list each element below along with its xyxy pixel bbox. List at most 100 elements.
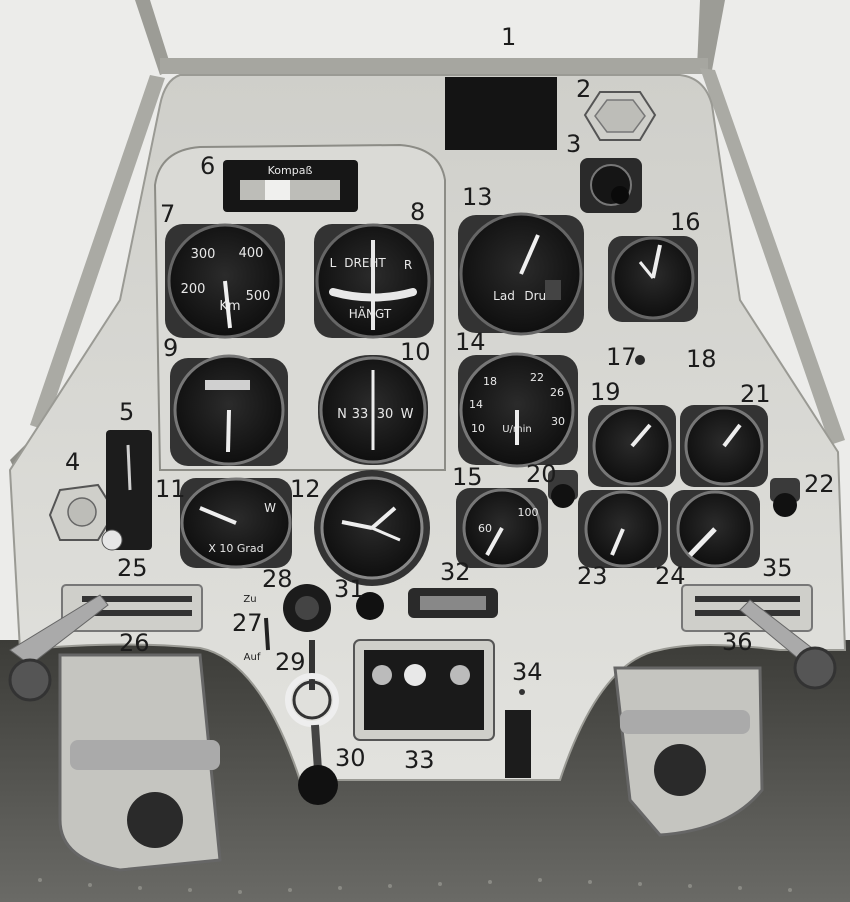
svg-text:30: 30	[551, 415, 565, 428]
svg-text:30: 30	[377, 407, 394, 422]
svg-text:Zu: Zu	[243, 594, 256, 605]
callout-31: 31	[334, 575, 365, 603]
callout-17: 17	[606, 343, 637, 371]
callout-35: 35	[762, 554, 793, 582]
svg-text:100: 100	[518, 506, 539, 519]
knob-28[interactable]	[283, 584, 331, 632]
svg-text:22: 22	[530, 371, 544, 384]
gauge-23	[578, 490, 668, 568]
callout-7: 7	[160, 200, 175, 228]
svg-text:W: W	[401, 407, 414, 422]
svg-text:300: 300	[191, 247, 216, 262]
right-throttle-quadrant[interactable]	[681, 584, 837, 690]
svg-text:X 10 Grad: X 10 Grad	[208, 542, 263, 555]
callout-20: 20	[526, 460, 557, 488]
svg-text:33: 33	[352, 407, 369, 422]
right-rudder-pedal[interactable]	[613, 666, 764, 837]
callout-36: 36	[722, 628, 753, 656]
indicator-lamp-17	[635, 355, 645, 365]
callout-10: 10	[400, 338, 431, 366]
gauge-9	[170, 354, 288, 466]
svg-text:10: 10	[471, 422, 485, 435]
callout-5: 5	[119, 398, 134, 426]
glare-shield-block	[445, 77, 557, 150]
socket-plate	[583, 91, 657, 141]
svg-text:500: 500	[246, 289, 271, 304]
lever-27[interactable]: Zu Auf	[243, 594, 270, 663]
svg-text:N: N	[337, 407, 347, 422]
callout-25: 25	[117, 554, 148, 582]
magnetic-compass: N 33 30 W	[318, 355, 428, 465]
svg-text:60: 60	[478, 522, 492, 535]
svg-text:14: 14	[469, 398, 483, 411]
canopy-frame	[10, 0, 845, 480]
switch-32[interactable]	[408, 588, 498, 618]
callout-12: 12	[290, 475, 321, 503]
boost-needle	[519, 234, 540, 275]
callout-numbers: 1 2 3 4 5 6 7 8 9 10 11 12 13 14 15 16 1…	[65, 23, 835, 774]
callout-34: 34	[512, 658, 543, 686]
svg-text:R: R	[404, 258, 412, 272]
svg-text:W: W	[264, 501, 276, 515]
gauge-24	[670, 490, 760, 568]
callout-8: 8	[410, 198, 425, 226]
left-throttle-quadrant[interactable]	[8, 584, 203, 702]
callout-14: 14	[455, 328, 486, 356]
callout-15: 15	[452, 463, 483, 491]
svg-text:Lad: Lad	[493, 289, 515, 303]
turn-bank-indicator: L DREHT R HÄNGT	[314, 223, 434, 339]
floor-rivets	[38, 878, 792, 894]
svg-text:Auf: Auf	[244, 652, 261, 663]
tachometer: 18 22 14 26 10 30 U/min	[458, 352, 578, 468]
clock	[314, 470, 430, 586]
callout-32: 32	[440, 558, 471, 586]
handle-29-30[interactable]	[285, 640, 339, 805]
callout-9: 9	[163, 334, 178, 362]
callout-19: 19	[590, 378, 621, 406]
callout-1: 1	[501, 23, 516, 51]
selector-knob[interactable]	[580, 158, 642, 213]
push-button-31[interactable]	[356, 592, 384, 620]
callout-3: 3	[566, 130, 581, 158]
svg-text:200: 200	[181, 282, 206, 297]
callout-4: 4	[65, 448, 80, 476]
compass-strip-label: Kompaß	[268, 164, 313, 177]
callout-21: 21	[740, 380, 771, 408]
plate-34	[505, 689, 531, 778]
callout-22: 22	[804, 470, 835, 498]
airspeed-needle	[223, 280, 232, 329]
lever-box-5[interactable]	[101, 430, 152, 551]
svg-text:18: 18	[483, 375, 497, 388]
callout-16: 16	[670, 208, 701, 236]
svg-text:26: 26	[550, 386, 564, 399]
callout-30: 30	[335, 744, 366, 772]
svg-text:HÄNGT: HÄNGT	[349, 306, 392, 321]
switch-plate-4[interactable]	[48, 483, 117, 541]
remote-compass-gauge: W X 10 Grad	[180, 477, 292, 569]
switch-box-33[interactable]	[353, 639, 495, 741]
compass-strip-gauge: Kompaß	[223, 160, 358, 212]
push-switch-20[interactable]	[548, 470, 578, 508]
gauge-21	[680, 405, 768, 487]
callout-6: 6	[200, 152, 215, 180]
callout-26: 26	[119, 629, 150, 657]
svg-text:Km: Km	[219, 299, 240, 314]
left-rudder-pedal[interactable]	[58, 653, 222, 872]
callout-11: 11	[155, 475, 186, 503]
callout-2: 2	[576, 75, 591, 103]
callout-33: 33	[404, 746, 435, 774]
svg-text:DREHT: DREHT	[344, 256, 386, 270]
callout-29: 29	[275, 648, 306, 676]
callout-27: 27	[232, 609, 263, 637]
svg-text:400: 400	[239, 246, 264, 261]
gauge-16	[608, 236, 698, 322]
svg-text:L: L	[330, 256, 337, 270]
boost-pressure-gauge: Lad Druck	[458, 212, 584, 336]
callout-23: 23	[577, 562, 608, 590]
push-switch-22[interactable]	[770, 478, 800, 517]
airspeed-indicator: 300 400 200 500 Km	[165, 223, 285, 339]
callout-24: 24	[655, 562, 686, 590]
callout-28: 28	[262, 565, 293, 593]
